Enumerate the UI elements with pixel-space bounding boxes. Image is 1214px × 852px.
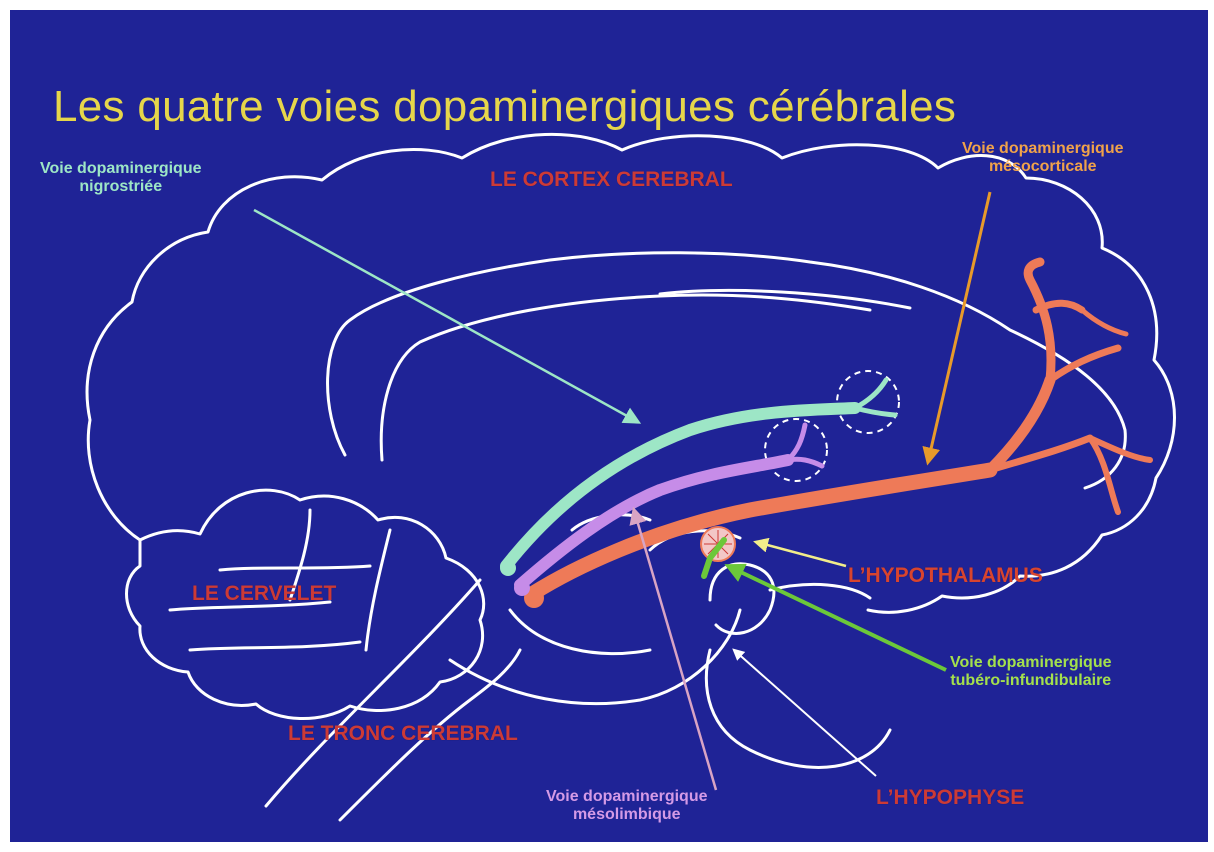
tuberoinfundibular-label-line2: tubéro-infundibulaire — [950, 672, 1112, 690]
nigrostriatal-pointer — [254, 210, 638, 422]
mesocortical-pointer — [928, 192, 990, 462]
nigrostriatal-label-line2: nigrostriée — [40, 178, 202, 196]
mesocortical-pathway — [532, 262, 1150, 594]
pituitary-pointer — [734, 650, 876, 776]
cerebellum-label: LE CERVELET — [192, 582, 336, 606]
nigrostriatal-label: Voie dopaminergique nigrostriée — [40, 160, 202, 197]
mesolimbic-label: Voie dopaminergique mésolimbique — [546, 788, 708, 825]
brainstem-label: LE TRONC CEREBRAL — [288, 722, 518, 746]
brain-diagram — [10, 10, 1208, 842]
nigrostriatal-label-line1: Voie dopaminergique — [40, 160, 202, 178]
diagram-slide: Les quatre voies dopaminergiques cérébra… — [10, 10, 1208, 842]
tuberoinfundibular-label-line1: Voie dopaminergique — [950, 654, 1112, 672]
brainstem-outline — [266, 580, 480, 806]
mesocortical-label: Voie dopaminergique mésocorticale — [962, 140, 1124, 177]
mesocortical-label-line1: Voie dopaminergique — [962, 140, 1124, 158]
diagram-title: Les quatre voies dopaminergiques cérébra… — [53, 82, 956, 132]
tuberoinfundibular-label: Voie dopaminergique tubéro-infundibulair… — [950, 654, 1112, 691]
hypothalamus-label: L’HYPOTHALAMUS — [848, 564, 1043, 588]
mesolimbic-label-line2: mésolimbique — [546, 806, 708, 824]
cortex-label: LE CORTEX CEREBRAL — [490, 168, 733, 192]
mesocortical-label-line2: mésocorticale — [962, 158, 1124, 176]
mesolimbic-label-line1: Voie dopaminergique — [546, 788, 708, 806]
hypothalamus-pointer — [756, 542, 846, 566]
pituitary-label: L’HYPOPHYSE — [876, 786, 1024, 810]
